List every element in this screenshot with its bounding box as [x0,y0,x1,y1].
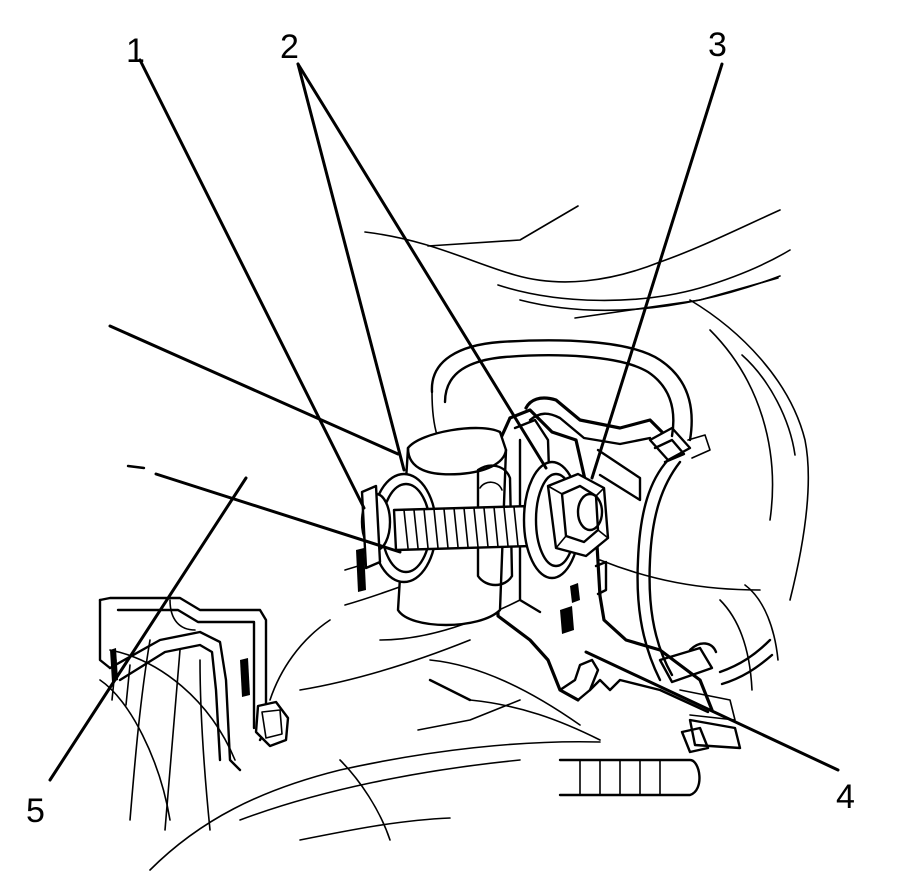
callout-4: 4 [836,778,855,816]
callout-labels: 1 2 3 4 5 [26,26,855,830]
leader-line-3 [590,62,724,480]
leader-line-1 [138,58,366,510]
bolt-threads [403,506,529,549]
support-bracket [98,596,290,831]
callout-5: 5 [26,792,45,830]
callout-2: 2 [280,28,299,66]
mounting-bolt [356,460,610,592]
leader-line-left-lower [154,472,402,554]
leader-line-left-upper [108,324,400,456]
leader-line-2b [296,62,548,470]
leader-line-4 [584,650,840,772]
leader-line-left-stub [126,464,146,470]
leader-line-2a [296,62,406,472]
leader-line-5 [48,476,248,782]
leader-lines [48,58,840,782]
callout-1: 1 [126,32,145,70]
callout-3: 3 [708,26,727,64]
